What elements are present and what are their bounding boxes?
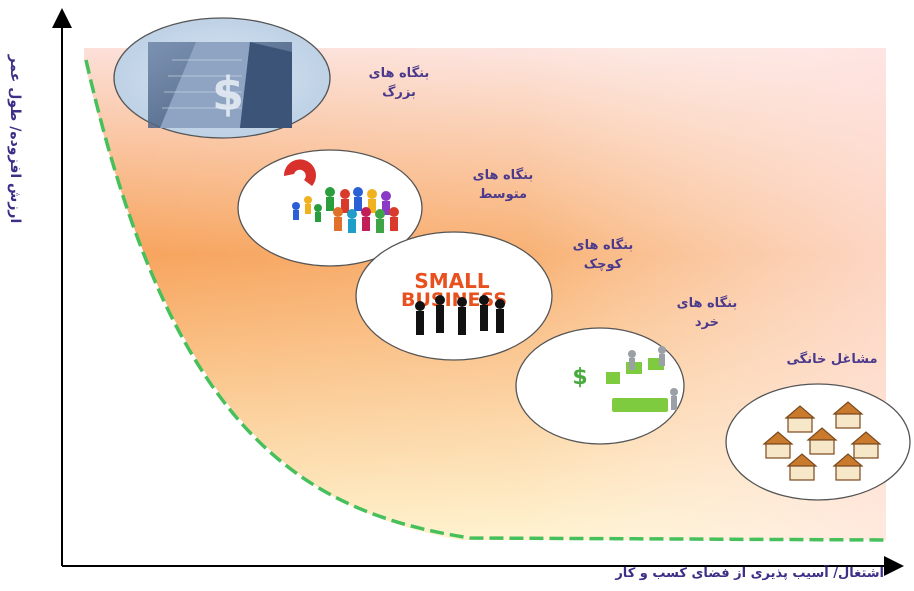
small-text: SMALL — [414, 269, 490, 293]
label-medium-business-line2: متوسط — [478, 187, 528, 202]
label-small-business: بنگاه های کوچک — [548, 236, 658, 274]
label-medium-business-line1: بنگاه های — [472, 168, 534, 183]
home-business-image — [725, 383, 911, 501]
large-business-image: $ — [113, 17, 331, 139]
dashed-boundary-curve — [84, 59, 887, 542]
svg-text:$: $ — [212, 67, 244, 121]
y-axis-title: ارزش افزوده/ طول عمر — [7, 54, 23, 224]
label-home-business-line1: مشاغل خانگی — [786, 352, 878, 367]
label-large-business-line1: بنگاه های — [368, 66, 430, 81]
label-micro-business-line2: خرد — [694, 315, 720, 330]
label-large-business: بنگاه های بزرگ — [344, 64, 454, 102]
medium-business-image — [237, 149, 423, 267]
micro-business-image: $ — [515, 327, 685, 445]
label-small-business-line2: کوچک — [583, 257, 623, 272]
label-micro-business-line1: بنگاه های — [676, 296, 738, 311]
svg-text:$: $ — [572, 365, 587, 390]
small-business-image: SMALL BUSINESS — [355, 231, 553, 361]
label-medium-business: بنگاه های متوسط — [448, 166, 558, 204]
label-home-business: مشاغل خانگی — [770, 350, 894, 369]
label-micro-business: بنگاه های خرد — [652, 294, 762, 332]
x-axis-title: اشتغال/ آسیب پذیری از فضای کسب و کار — [615, 566, 884, 581]
label-large-business-line2: بزرگ — [382, 85, 416, 100]
label-small-business-line1: بنگاه های — [572, 238, 634, 253]
